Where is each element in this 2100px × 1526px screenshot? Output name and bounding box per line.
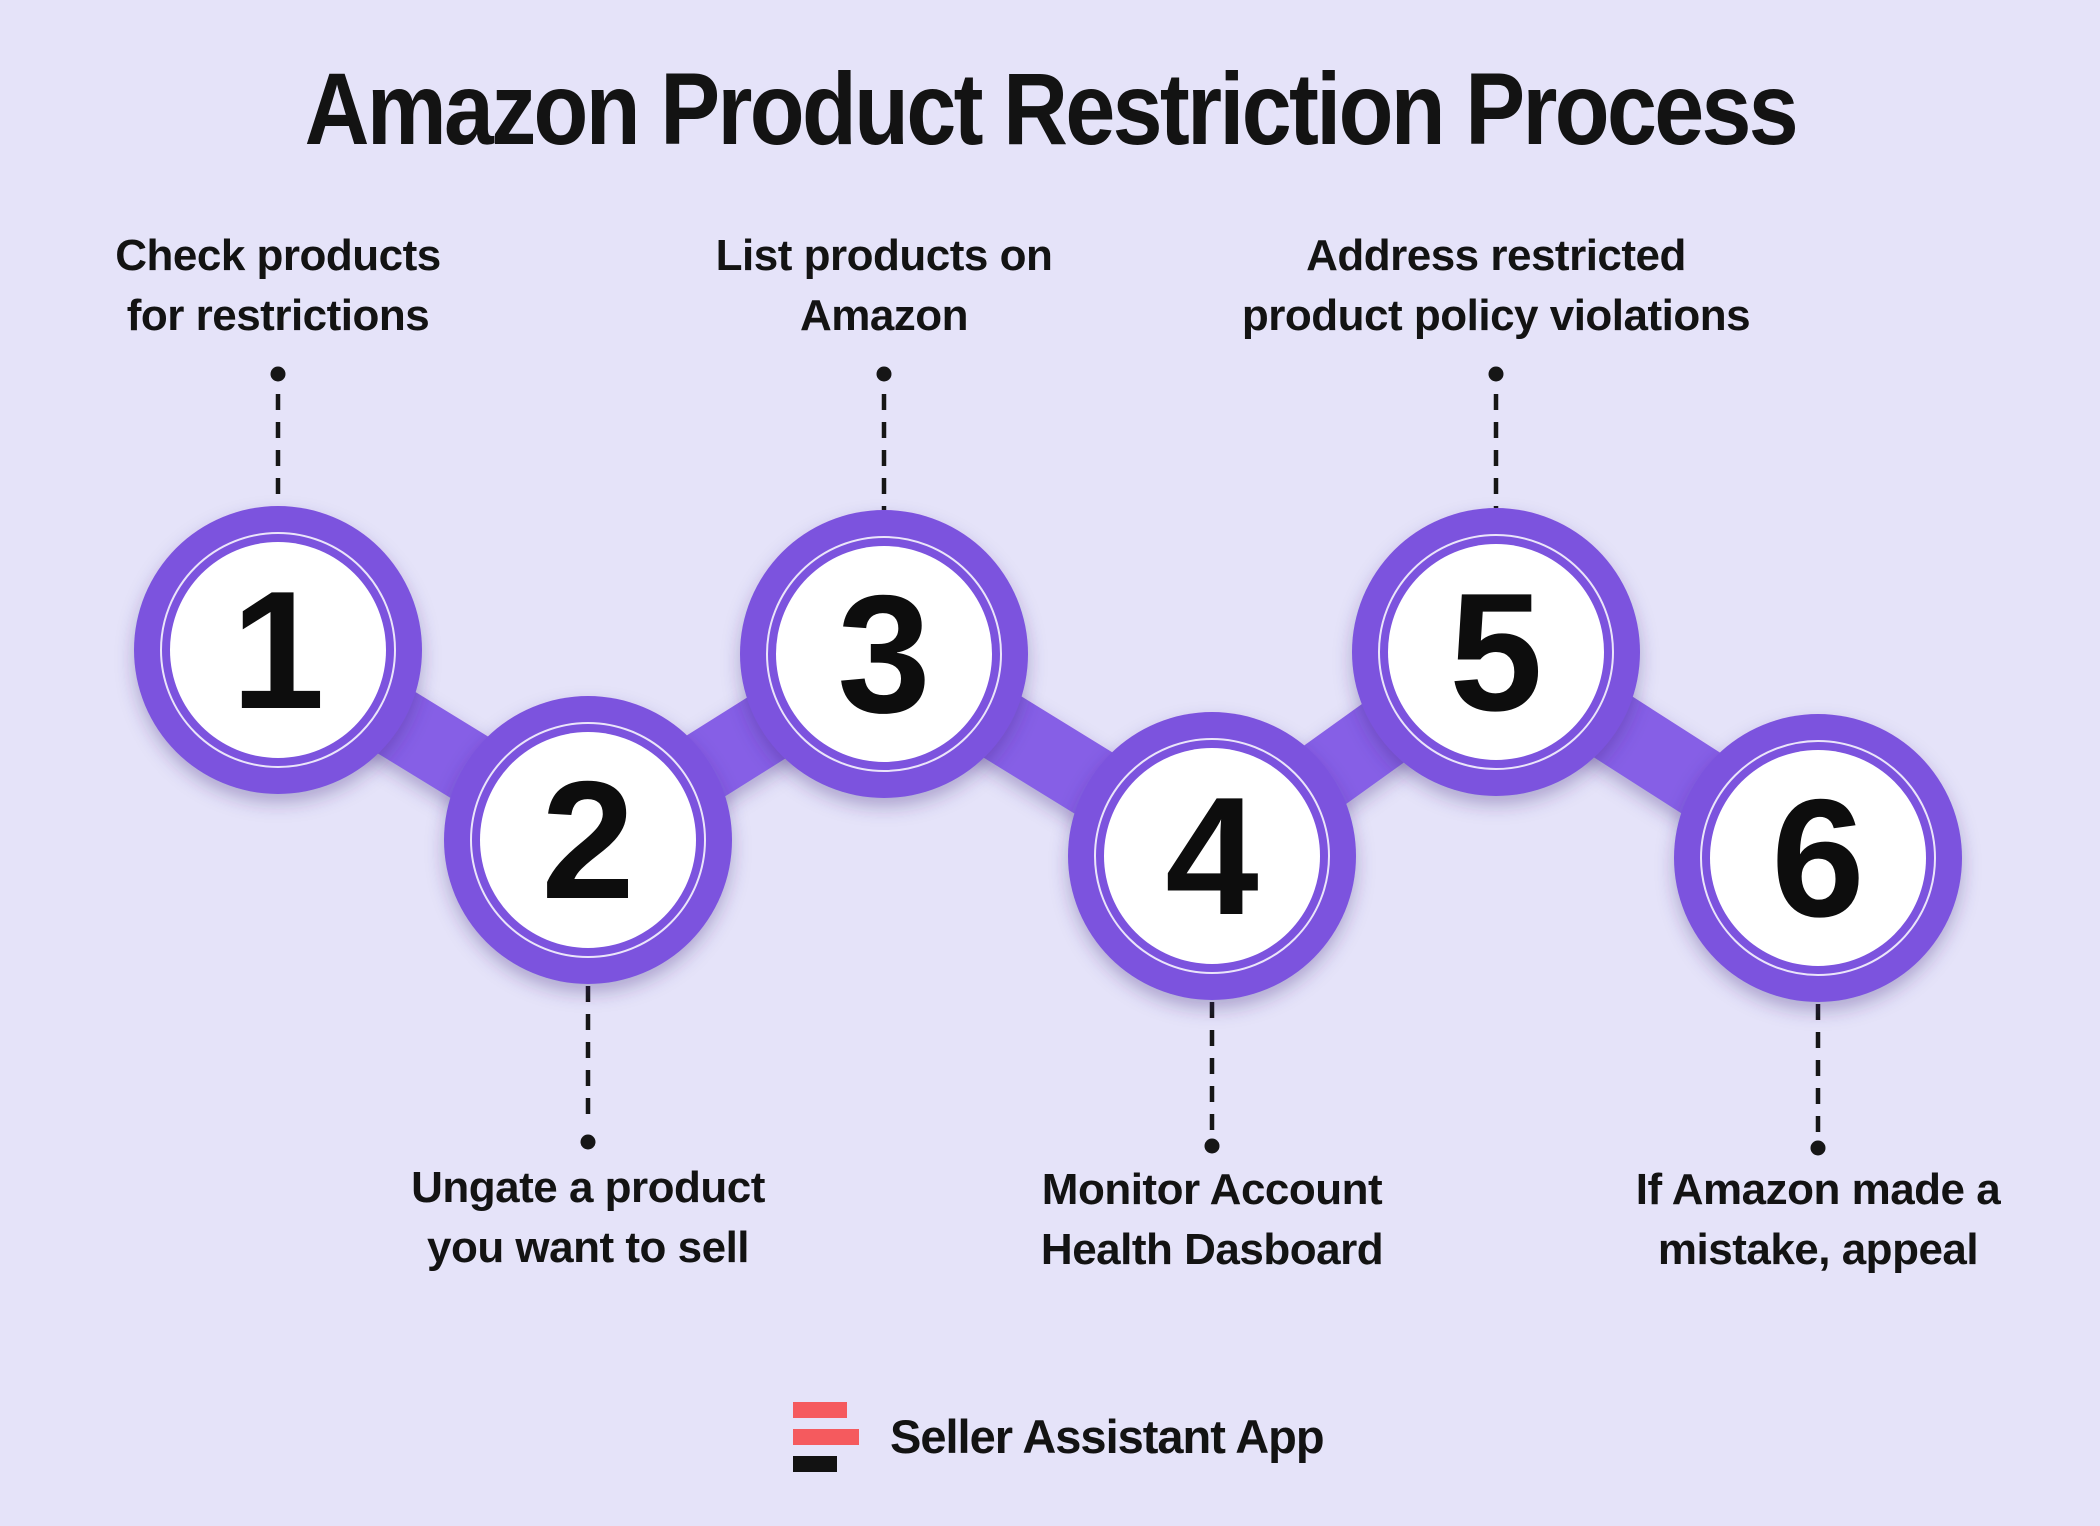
step-circle-5 xyxy=(1352,508,1640,796)
step-circle-face xyxy=(170,542,386,758)
dotted-connector-step-3 xyxy=(876,366,892,510)
step-circle-6 xyxy=(1674,714,1962,1002)
logo-bars-icon xyxy=(793,1402,847,1418)
step-label-line: product policy violations xyxy=(1241,291,1751,340)
dot-end xyxy=(876,366,892,382)
dot-end xyxy=(580,1134,596,1150)
step-label-3: List products on Amazon xyxy=(716,226,1053,346)
step-label-line: Ungate a product xyxy=(411,1163,765,1212)
ring-hairline xyxy=(470,722,706,958)
dotted-connector-step-5 xyxy=(1488,366,1504,508)
step-label-2: Ungate a product you want to sell xyxy=(411,1158,765,1278)
step-label-line: for restrictions xyxy=(126,291,430,340)
dotted-connector-step-1 xyxy=(270,366,286,506)
dotted-connector-step-4 xyxy=(1204,1002,1220,1154)
step-label-line: Monitor Account xyxy=(1041,1165,1383,1214)
step-circle-4 xyxy=(1068,712,1356,1000)
step-label-line: Check products xyxy=(115,231,441,280)
step-label-line: If Amazon made a xyxy=(1635,1165,2001,1214)
ring-hairline xyxy=(1094,738,1330,974)
page-title: Amazon Product Restriction Process xyxy=(0,50,2100,168)
step-number-4: 4 xyxy=(1165,762,1259,950)
dot-end xyxy=(1204,1138,1220,1154)
step-label-line: List products on xyxy=(715,231,1053,280)
step-circle-face xyxy=(776,546,992,762)
dot-end xyxy=(270,366,286,382)
step-label-line: Health Dasboard xyxy=(1040,1225,1384,1274)
dotted-connector-step-6 xyxy=(1810,1004,1826,1156)
step-label-5: Address restricted product policy violat… xyxy=(1241,226,1751,346)
dotted-connector-step-2 xyxy=(580,986,596,1150)
step-label-1: Check products for restrictions xyxy=(115,226,441,346)
step-number-6: 6 xyxy=(1771,764,1865,952)
step-label-line: you want to sell xyxy=(426,1223,750,1272)
step-circle-face xyxy=(1710,750,1926,966)
ring-hairline xyxy=(1378,534,1614,770)
step-label-line: Address restricted xyxy=(1306,231,1686,280)
step-circle-1 xyxy=(134,506,422,794)
ring-hairline xyxy=(1700,740,1936,976)
step-label-line: mistake, appeal xyxy=(1657,1225,1979,1274)
step-number-2: 2 xyxy=(541,746,635,934)
step-label-4: Monitor Account Health Dasboard xyxy=(1040,1160,1384,1280)
step-circle-2 xyxy=(444,696,732,984)
dot-end xyxy=(1488,366,1504,382)
step-number-1: 1 xyxy=(231,556,325,744)
ring-hairline xyxy=(766,536,1002,772)
step-label-line: Amazon xyxy=(799,291,969,340)
step-number-3: 3 xyxy=(837,560,931,748)
step-circle-face xyxy=(1104,748,1320,964)
page-title-text: Amazon Product Restriction Process xyxy=(304,52,1798,166)
brand-name: Seller Assistant App xyxy=(890,1410,1325,1463)
step-circle-face xyxy=(480,732,696,948)
step-circle-3 xyxy=(740,510,1028,798)
step-number-5: 5 xyxy=(1449,558,1543,746)
step-label-6: If Amazon made a mistake, appeal xyxy=(1635,1160,2001,1280)
dot-end xyxy=(1810,1140,1826,1156)
step-circle-face xyxy=(1388,544,1604,760)
logo-bars-icon xyxy=(793,1456,837,1472)
ring-hairline xyxy=(160,532,396,768)
footer-logo: Seller Assistant App xyxy=(793,1402,1393,1482)
logo-bars-icon xyxy=(793,1429,859,1445)
